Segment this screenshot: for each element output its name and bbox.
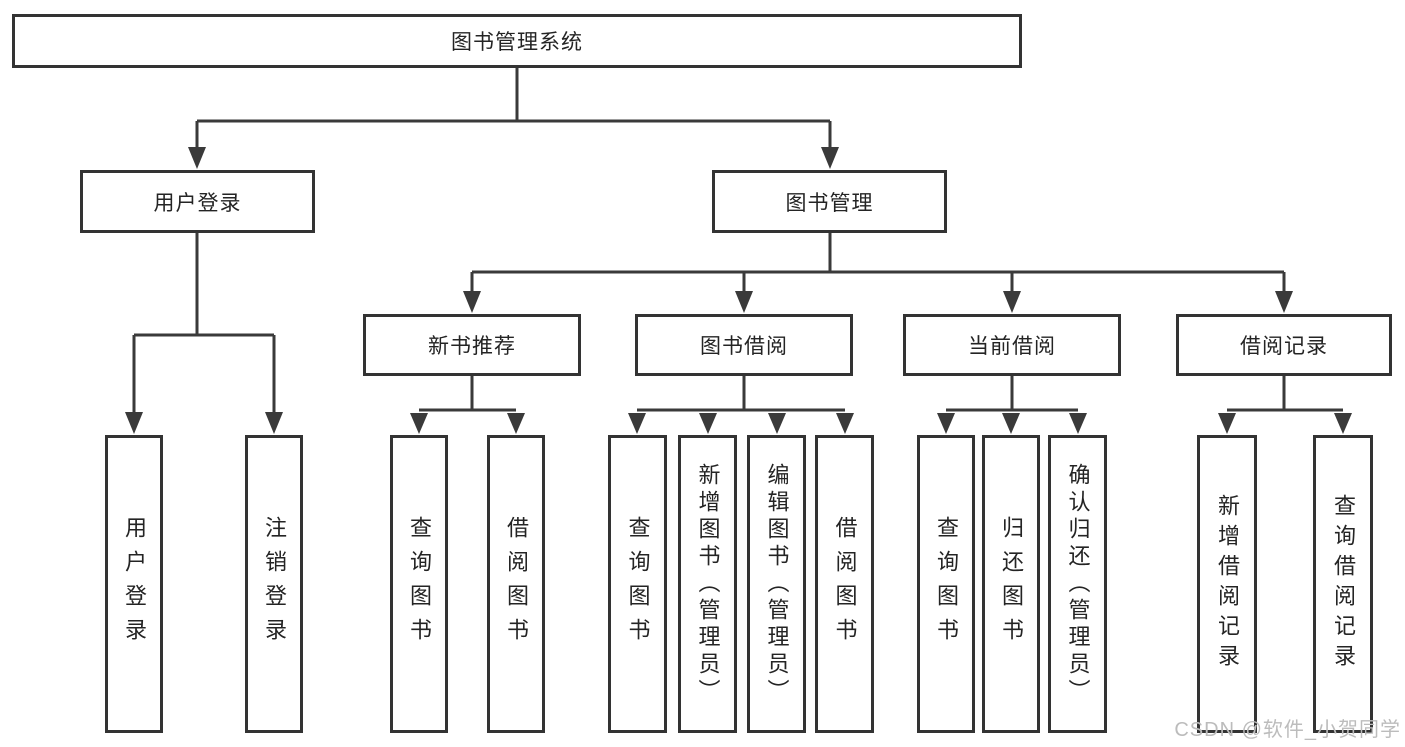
node-new-book-recommend-label: 新书推荐 (428, 335, 516, 358)
leaf-confirm-return-admin-label: 确认归还（管理员） (1065, 462, 1091, 706)
node-book-borrow: 图书借阅 (635, 314, 853, 376)
arrowhead-down-icon (125, 412, 143, 434)
leaf-add-book-admin: 新增图书（管理员） (678, 435, 737, 733)
arrowhead-down-icon (699, 413, 717, 434)
arrowhead-down-icon (628, 413, 646, 434)
leaf-user-login-label: 用户登录 (122, 516, 147, 652)
arrowhead-down-icon (768, 413, 786, 434)
node-new-book-recommend: 新书推荐 (363, 314, 581, 376)
connector-new-book-to-leaves (410, 376, 525, 434)
connector-borrow-records-to-leaves (1218, 376, 1352, 434)
arrowhead-down-icon (410, 413, 428, 434)
arrowhead-down-icon (1275, 291, 1293, 313)
leaf-borrow-books-recommend: 借阅图书 (487, 435, 545, 733)
leaf-query-books-borrow-label: 查询图书 (625, 516, 651, 652)
leaf-add-book-admin-label: 新增图书（管理员） (695, 462, 721, 706)
arrowhead-down-icon (507, 413, 525, 434)
arrowhead-down-icon (1334, 413, 1352, 434)
leaf-return-book: 归还图书 (982, 435, 1040, 733)
connector-book-mgmt-to-level3 (463, 233, 1293, 313)
leaf-add-borrow-record: 新增借阅记录 (1197, 435, 1257, 733)
arrowhead-down-icon (1069, 413, 1087, 434)
leaf-query-borrow-record: 查询借阅记录 (1313, 435, 1373, 733)
node-current-borrow: 当前借阅 (903, 314, 1121, 376)
node-borrow-records: 借阅记录 (1176, 314, 1392, 376)
connector-current-borrow-to-leaves (937, 376, 1087, 434)
leaf-query-books-recommend: 查询图书 (390, 435, 448, 733)
arrowhead-down-icon (463, 291, 481, 313)
node-current-borrow-label: 当前借阅 (968, 335, 1056, 358)
arrowhead-down-icon (1002, 413, 1020, 434)
leaf-borrow-books: 借阅图书 (815, 435, 874, 733)
leaf-logout: 注销登录 (245, 435, 303, 733)
arrowhead-down-icon (735, 291, 753, 313)
leaf-confirm-return-admin: 确认归还（管理员） (1048, 435, 1107, 733)
leaf-borrow-books-label: 借阅图书 (832, 516, 858, 652)
arrowhead-down-icon (836, 413, 854, 434)
connector-book-borrow-to-leaves (628, 376, 854, 434)
connector-root-to-level2 (188, 68, 839, 169)
leaf-add-borrow-record-label: 新增借阅记录 (1215, 494, 1240, 674)
leaf-logout-label: 注销登录 (262, 516, 287, 652)
node-root: 图书管理系统 (12, 14, 1022, 68)
leaf-edit-book-admin-label: 编辑图书（管理员） (764, 462, 790, 706)
node-book-management-label: 图书管理 (785, 191, 874, 215)
leaf-query-books-current: 查询图书 (917, 435, 975, 733)
node-root-label: 图书管理系统 (451, 31, 583, 54)
arrowhead-down-icon (1218, 413, 1236, 434)
arrowhead-down-icon (188, 147, 206, 169)
leaf-return-book-label: 归还图书 (999, 516, 1024, 652)
arrowhead-down-icon (937, 413, 955, 434)
leaf-query-borrow-record-label: 查询借阅记录 (1331, 494, 1356, 674)
node-borrow-records-label: 借阅记录 (1240, 335, 1328, 358)
leaf-query-books-borrow: 查询图书 (608, 435, 667, 733)
leaf-query-books-recommend-label: 查询图书 (407, 516, 432, 652)
arrowhead-down-icon (821, 147, 839, 169)
leaf-borrow-books-recommend-label: 借阅图书 (504, 516, 529, 652)
node-user-login-label: 用户登录 (153, 191, 242, 215)
arrowhead-down-icon (1003, 291, 1021, 313)
arrowhead-down-icon (265, 412, 283, 434)
connector-user-login-to-leaves (125, 233, 283, 434)
node-user-login: 用户登录 (80, 170, 315, 233)
leaf-user-login: 用户登录 (105, 435, 163, 733)
leaf-edit-book-admin: 编辑图书（管理员） (747, 435, 806, 733)
leaf-query-books-current-label: 查询图书 (934, 516, 959, 652)
node-book-borrow-label: 图书借阅 (700, 335, 788, 358)
node-book-management: 图书管理 (712, 170, 947, 233)
watermark-text: CSDN @软件_小贺同学 (1174, 719, 1401, 741)
